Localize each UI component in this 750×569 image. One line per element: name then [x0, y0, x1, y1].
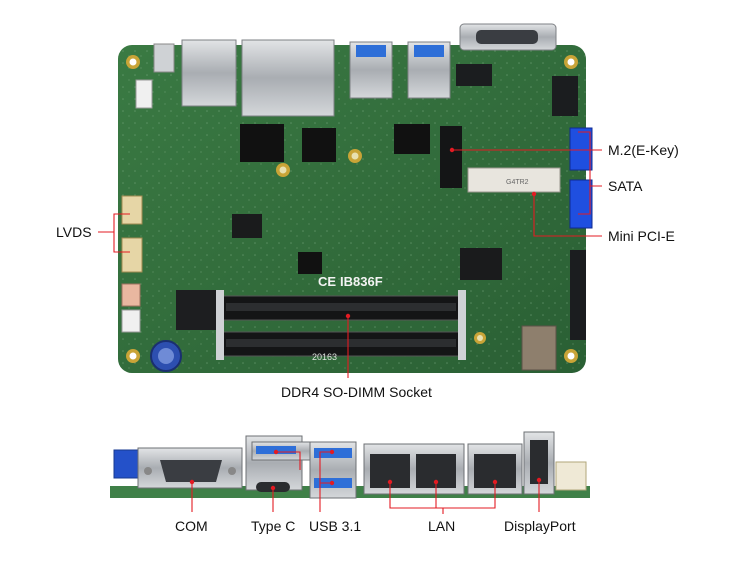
- usb-leader: [276, 451, 332, 512]
- lan-label: LAN: [428, 518, 455, 534]
- right-headers: [456, 64, 586, 371]
- top-callouts: M.2(E-Key) SATA Mini PCI-E LVDS DDR4 SO-…: [56, 131, 679, 400]
- sata-leader: [578, 131, 602, 215]
- typec-label: Type C: [251, 518, 295, 534]
- sata-label: SATA: [608, 178, 643, 194]
- slot-silk: 20163: [312, 352, 337, 362]
- ddr4-sodimm-socket: 20163: [216, 290, 466, 362]
- lan-leader: [389, 482, 496, 514]
- ce-mark: CE: [318, 274, 336, 289]
- chips: [150, 124, 502, 372]
- mini-pcie-label: Mini PCI-E: [608, 228, 675, 244]
- lvds-label: LVDS: [56, 224, 92, 240]
- io-callouts: COM Type C USB 3.1 LAN DisplayPort: [175, 449, 576, 534]
- ddr4-label: DDR4 SO-DIMM Socket: [281, 384, 432, 400]
- expansion-slots: G4TR2: [440, 126, 561, 193]
- terminal-block: [113, 449, 139, 479]
- com-label: COM: [175, 518, 208, 534]
- lan-jack-2: [241, 39, 335, 117]
- lan-jack-1: [181, 39, 237, 107]
- lan-connectors: [363, 443, 523, 495]
- lvds-leader: [98, 213, 130, 253]
- mini-pcie-slot: [467, 167, 561, 193]
- usb-label: USB 3.1: [309, 518, 361, 534]
- mounting-holes: [126, 55, 578, 363]
- m2-slot: [440, 126, 462, 188]
- top-board: G4TR2 CE IB836F: [118, 23, 593, 373]
- dp-label: DisplayPort: [504, 518, 576, 534]
- m2-label: M.2(E-Key): [608, 142, 679, 158]
- mpcie-silk: G4TR2: [506, 179, 529, 186]
- lvds-connectors: [121, 79, 153, 333]
- io-panel: [110, 431, 590, 499]
- mini-pcie-leader: [533, 194, 602, 237]
- sata-connectors: [569, 127, 593, 229]
- top-edge-connectors: [153, 23, 557, 117]
- dp-connector: [523, 431, 587, 495]
- board-id: IB836F: [340, 274, 383, 289]
